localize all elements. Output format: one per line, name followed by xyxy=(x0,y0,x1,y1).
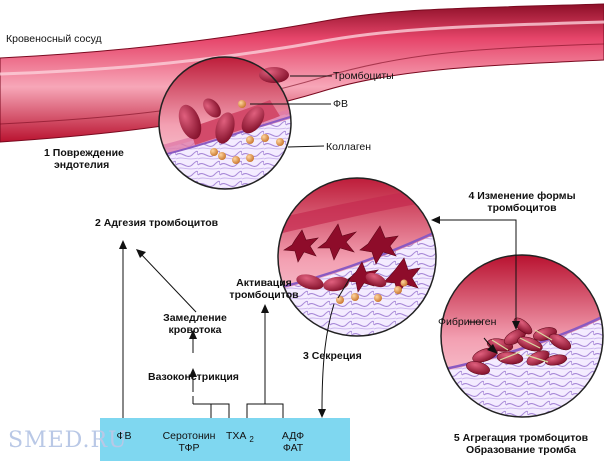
vwf-label: ФВ xyxy=(333,98,348,110)
secreted-txa2: ТХА 2 xyxy=(226,430,254,446)
secreted-serotonin: Серотонин ТФР xyxy=(160,430,218,454)
activation-text-1: Активация xyxy=(236,277,292,289)
step-3-label: 3 Секреция xyxy=(303,350,362,362)
flow-arrows xyxy=(122,219,517,418)
step-2-text: Адгезия тромбоцитов xyxy=(103,217,219,229)
step-2-number: 2 xyxy=(95,217,101,229)
step-5-label: 5 Агрегация тромбоцитов Образование тром… xyxy=(446,432,596,456)
step-5-text-2: Образование тромба xyxy=(466,444,576,456)
collagen-label: Коллаген xyxy=(326,141,372,153)
step-1-number: 1 xyxy=(44,147,50,159)
platelets-label: Тромбоциты xyxy=(333,70,394,82)
slowdown-text-1: Замедление xyxy=(163,312,227,324)
adp-text: АДФ xyxy=(281,430,305,442)
step-3-text: Секреция xyxy=(311,350,362,362)
aggregation-magnified-view xyxy=(440,254,604,418)
step-4-text: Изменение формы xyxy=(477,190,576,202)
injury-magnified-view xyxy=(158,56,292,190)
step-4-label: 4 Изменение формы тромбоцитов xyxy=(452,190,592,214)
fibrinogen-label: Фибриноген xyxy=(438,316,497,328)
txa-subscript: 2 xyxy=(249,435,254,445)
arrow-heads xyxy=(119,216,520,418)
activation-text-2: тромбоцитов xyxy=(229,289,299,301)
watermark-logo: SMED.RU xyxy=(8,428,128,453)
step-1-text: Повреждение xyxy=(52,147,124,159)
vessel-label: Кровеносный сосуд xyxy=(6,33,102,45)
secretion-bar xyxy=(100,418,350,461)
step-5-number: 5 xyxy=(453,432,460,444)
step-1-label: 1 Повреждение эндотелия xyxy=(44,147,124,171)
secreted-vwf: ФВ xyxy=(116,430,132,442)
pat-text: ФАТ xyxy=(282,442,304,454)
step-1-text-2: эндотелия xyxy=(54,159,110,171)
step-3-number: 3 xyxy=(303,350,309,362)
step-5-text: Агрегация тромбоцитов xyxy=(462,432,589,444)
label-pointers xyxy=(250,75,482,323)
step-4-number: 4 xyxy=(468,190,475,202)
secreted-adp-pat: АДФ ФАТ xyxy=(276,430,310,454)
txa-text: ТХА xyxy=(226,430,247,442)
slowdown-label: Замедление кровотока xyxy=(150,312,240,336)
step-2-label: 2 Адгезия тромбоцитов xyxy=(95,217,218,229)
shape-change-magnified-view xyxy=(277,177,437,337)
serotonin-text: Серотонин xyxy=(162,430,216,442)
vasoconstriction-label: Вазоконстрикция xyxy=(148,371,239,383)
tgf-text: ТФР xyxy=(178,442,200,454)
step-4-text-2: тромбоцитов xyxy=(487,202,557,214)
activation-label: Активация тромбоцитов xyxy=(218,277,310,301)
slowdown-text-2: кровотока xyxy=(168,324,222,336)
